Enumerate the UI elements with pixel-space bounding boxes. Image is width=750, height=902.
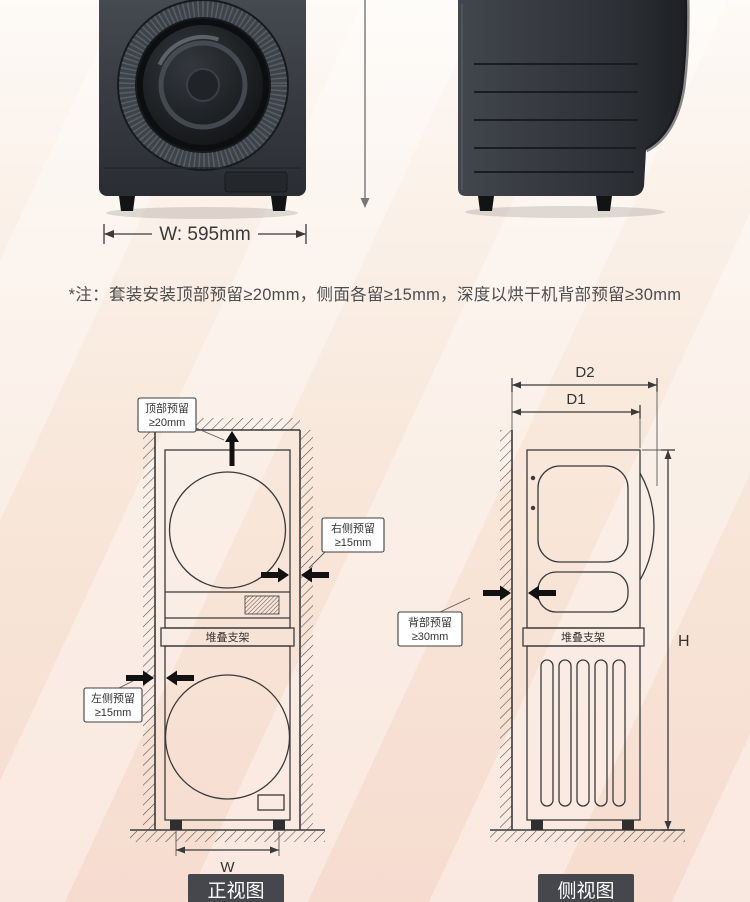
right-arrow-icon — [270, 846, 279, 854]
front-view-diagram: 堆叠支架 W 顶部预留 ≥20mm 右侧预留 — [83, 397, 385, 876]
door-bulge-edge — [644, 0, 690, 153]
left-arrow-icon — [176, 846, 185, 854]
left-foot — [478, 196, 494, 211]
down-arrow-icon — [360, 198, 370, 208]
left-clearance-callout: 左侧预留 ≥15mm — [83, 670, 194, 723]
up-arrow-icon — [664, 450, 672, 459]
right-clearance-callout: 右侧预留 ≥15mm — [261, 517, 385, 583]
door-porthole-icon — [117, 0, 289, 171]
left-arrow-icon — [301, 567, 329, 583]
width-letter: W — [220, 859, 235, 876]
svg-text:背部预留: 背部预留 — [408, 615, 452, 629]
svg-text:顶部预留: 顶部预留 — [145, 401, 189, 415]
right-arrow-icon — [261, 567, 289, 583]
d1-label: D1 — [566, 391, 585, 408]
top-clearance-callout: 顶部预留 ≥20mm — [137, 397, 239, 466]
side-view-diagram: 堆叠支架 D2 D1 — [397, 364, 690, 842]
right-foot — [273, 820, 285, 830]
height-dimension: H — [642, 449, 690, 831]
right-foot — [596, 196, 612, 211]
side-ribs — [540, 659, 626, 807]
shadow — [465, 206, 665, 218]
height-reference-line — [360, 0, 370, 208]
svg-text:≥15mm: ≥15mm — [95, 707, 132, 719]
bracket-label: 堆叠支架 — [206, 631, 250, 644]
washer-drum — [164, 674, 291, 800]
left-arrow-icon — [528, 585, 556, 601]
shadow — [106, 207, 298, 219]
svg-text:≥15mm: ≥15mm — [335, 537, 372, 549]
door-bulge — [639, 472, 655, 581]
svg-text:≥20mm: ≥20mm — [149, 417, 186, 429]
back-clearance-callout: 背部预留 ≥30mm — [397, 585, 556, 647]
side-panel-press-upper — [537, 465, 629, 563]
width-value: W: 595mm — [159, 224, 251, 245]
svg-text:右侧预留: 右侧预留 — [331, 521, 375, 535]
right-foot — [271, 196, 287, 211]
front-width-dimension: W: 595mm — [103, 224, 307, 245]
install-note: *注：套装安装顶部预留≥20mm，侧面各留≥15mm，深度以烘干机背部预留≥30… — [68, 286, 682, 304]
h-label: H — [678, 633, 690, 650]
svg-text:左侧预留: 左侧预留 — [91, 692, 135, 705]
room-enclosure — [130, 418, 325, 842]
stacked-units-side: 堆叠支架 — [522, 449, 655, 830]
right-arrow-icon — [483, 585, 511, 601]
d2-label: D2 — [575, 364, 594, 381]
machine-side-body — [458, 0, 688, 196]
stacked-units: 堆叠支架 — [160, 449, 295, 830]
washer-front-photo — [99, 0, 306, 219]
dryer-drum — [168, 471, 287, 589]
width-dimension: W — [175, 832, 280, 876]
svg-text:≥30mm: ≥30mm — [412, 631, 449, 643]
hinge-dot — [530, 505, 536, 511]
right-foot — [622, 820, 634, 830]
front-view-caption: 正视图 — [188, 874, 284, 902]
depth-dimensions: D2 D1 — [511, 364, 658, 486]
room-enclosure — [490, 382, 685, 842]
left-arrow-icon — [166, 670, 194, 686]
panel-grooves — [474, 63, 638, 173]
left-foot — [531, 820, 543, 830]
vent-grille — [244, 595, 280, 615]
side-view-caption: 侧视图 — [538, 874, 634, 902]
right-arrow-icon — [126, 670, 154, 686]
up-arrow-icon — [225, 431, 239, 466]
hinge-dot — [530, 475, 536, 481]
down-arrow-icon — [664, 821, 672, 830]
left-arrow-icon — [104, 230, 114, 238]
washer-side-photo — [458, 0, 690, 218]
right-arrow-icon — [296, 230, 306, 238]
detergent-drawer — [224, 171, 288, 193]
left-foot — [170, 820, 182, 830]
bracket-label: 堆叠支架 — [561, 631, 605, 644]
drawer — [257, 794, 285, 811]
left-foot — [119, 196, 135, 211]
